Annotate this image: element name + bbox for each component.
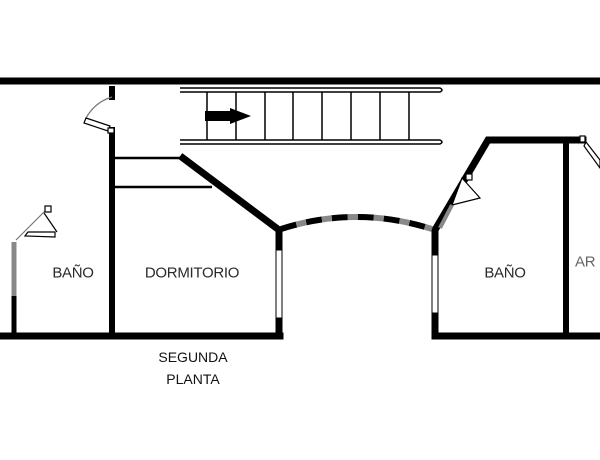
wall-right-bath [431, 136, 587, 337]
stair-direction-arrow-icon [205, 108, 251, 124]
floor-label-line2: PLANTA [166, 371, 220, 387]
floor-label: SEGUNDA PLANTA [158, 346, 227, 390]
door-bath-left[interactable] [83, 96, 115, 134]
door-bath-left-inner[interactable] [15, 205, 58, 241]
window-dorm [275, 249, 283, 319]
room-label-bano-left: BAÑO [52, 264, 94, 282]
room-label-bano-right: BAÑO [484, 264, 526, 282]
wall-dorm-diagonal [178, 153, 283, 337]
door-closet[interactable] [579, 135, 600, 170]
door-bath-right[interactable] [438, 173, 482, 229]
curved-opening [280, 214, 433, 232]
room-label-dormitorio: DORMITORIO [144, 264, 240, 282]
floor-label-line1: SEGUNDA [158, 349, 228, 365]
room-label-armario: AR [575, 253, 596, 271]
window-bath-right [431, 254, 439, 314]
